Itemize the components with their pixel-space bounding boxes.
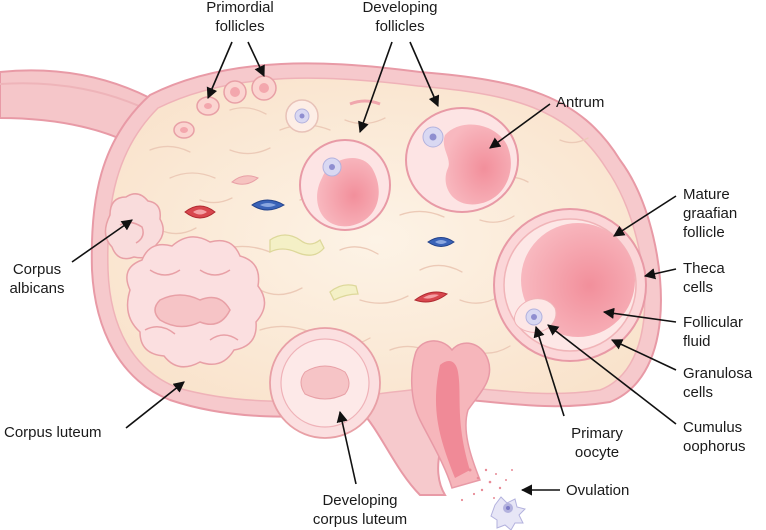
arrow-granulosa bbox=[610, 339, 677, 371]
arrow-primary-oocyte bbox=[533, 325, 565, 417]
arrow-primordial-1 bbox=[206, 41, 233, 100]
arrow-developing-1 bbox=[358, 41, 393, 134]
label-primordial-follicles: Primordial follicles bbox=[206, 0, 274, 35]
label-granulosa-cells: Granulosa cells bbox=[683, 365, 753, 401]
arrow-primordial-2 bbox=[247, 41, 265, 78]
ovulated-oocyte bbox=[490, 496, 526, 530]
arrow-developing-corpus-luteum bbox=[336, 410, 357, 485]
blood-vessels bbox=[184, 99, 455, 303]
label-theca-cells: Theca cells bbox=[683, 260, 725, 296]
label-corpus-albicans: Corpus albicans bbox=[9, 261, 65, 297]
mature-graafian-follicle bbox=[493, 208, 647, 362]
label-mature-graafian-follicle: Mature graafian follicle bbox=[683, 186, 738, 241]
luteal-remnants bbox=[269, 234, 359, 301]
developing-follicle-1 bbox=[299, 139, 391, 231]
label-follicular-fluid: Follicular fluid bbox=[683, 314, 744, 350]
arrow-mature bbox=[613, 195, 677, 237]
label-antrum: Antrum bbox=[556, 94, 605, 111]
arrow-antrum bbox=[489, 103, 551, 149]
label-primary-oocyte: Primary oocyte bbox=[571, 425, 623, 461]
label-corpus-luteum: Corpus luteum bbox=[4, 424, 102, 441]
arrow-follicular-fluid bbox=[602, 307, 677, 323]
developing-follicle-2 bbox=[405, 107, 519, 213]
arrow-theca bbox=[643, 268, 677, 280]
developing-corpus-luteum bbox=[269, 327, 381, 439]
label-ovulation: Ovulation bbox=[566, 482, 630, 499]
arrow-cumulus bbox=[547, 324, 677, 425]
leader-arrows bbox=[71, 41, 677, 496]
arrow-corpus-albicans bbox=[71, 219, 133, 263]
arrow-corpus-luteum bbox=[125, 381, 185, 429]
label-cumulus-oophorus: Cumulus oophorus bbox=[683, 419, 746, 455]
corpus-luteum bbox=[126, 236, 266, 368]
label-developing-corpus-luteum: Developing corpus luteum bbox=[312, 492, 408, 528]
ruptured-follicle bbox=[410, 340, 526, 530]
arrow-developing-2 bbox=[409, 41, 440, 108]
label-developing-follicles: Developing follicles bbox=[362, 0, 438, 35]
corpus-albicans bbox=[104, 193, 164, 260]
